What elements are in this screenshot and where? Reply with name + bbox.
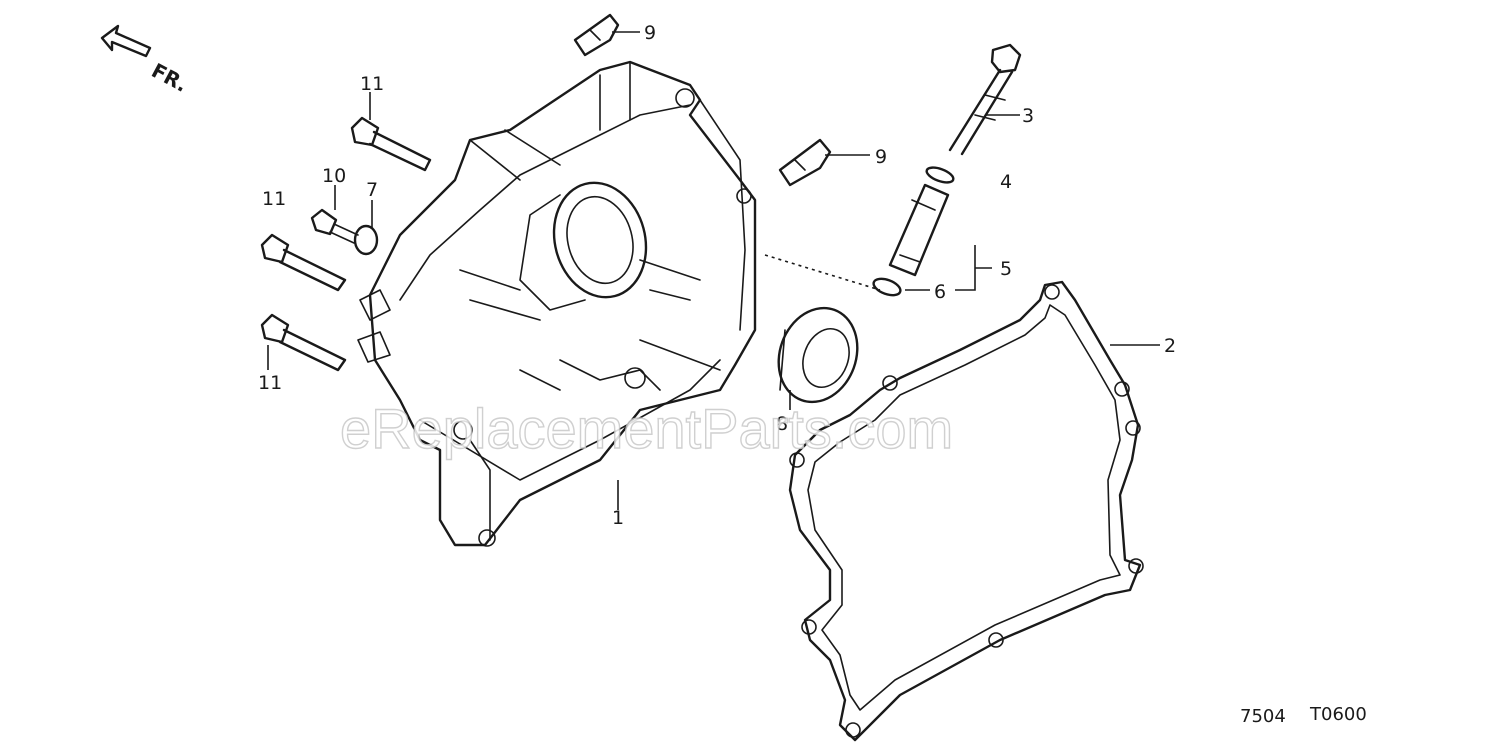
callout-9-upper: 9 — [644, 22, 656, 44]
front-direction-arrow: FR. — [100, 24, 192, 97]
callout-11-bottom: 11 — [258, 372, 282, 394]
oil-seal-part — [777, 306, 859, 404]
callout-8: 8 — [776, 413, 788, 435]
crankcase-cover-part — [357, 60, 757, 547]
callout-6: 6 — [934, 281, 946, 303]
clip-part-lower — [778, 138, 832, 187]
figure-code-right: T0600 — [1309, 704, 1367, 725]
gasket-part — [788, 280, 1144, 742]
callout-3: 3 — [1022, 105, 1034, 127]
bolt-part-top — [350, 116, 432, 172]
leader-lines — [267, 31, 1160, 510]
o-ring-part — [925, 166, 955, 184]
watermark-text: eReplacementParts.com — [340, 397, 953, 460]
flange-bolt-part — [310, 208, 359, 244]
clip-part-upper — [573, 13, 620, 57]
bracket-leader — [955, 245, 976, 291]
bolt-part-middle — [260, 233, 347, 292]
callout-7: 7 — [366, 179, 378, 201]
callout-4: 4 — [1000, 171, 1012, 193]
callout-11-middle: 11 — [262, 188, 286, 210]
tube-seal-part — [872, 277, 902, 297]
callout-11-top: 11 — [360, 73, 384, 95]
dipstick-part — [948, 43, 1022, 156]
oil-filler-tube-part — [888, 183, 950, 277]
callout-1: 1 — [612, 507, 624, 529]
figure-code-left: 7504 — [1240, 706, 1286, 727]
bolt-part-bottom — [260, 313, 347, 372]
callout-9-lower: 9 — [875, 146, 887, 168]
callout-2: 2 — [1164, 335, 1176, 357]
washer-part — [353, 224, 379, 256]
callout-5: 5 — [1000, 258, 1012, 280]
alignment-line — [764, 254, 881, 291]
front-arrow-label: FR. — [148, 58, 192, 97]
callout-10: 10 — [322, 165, 346, 187]
